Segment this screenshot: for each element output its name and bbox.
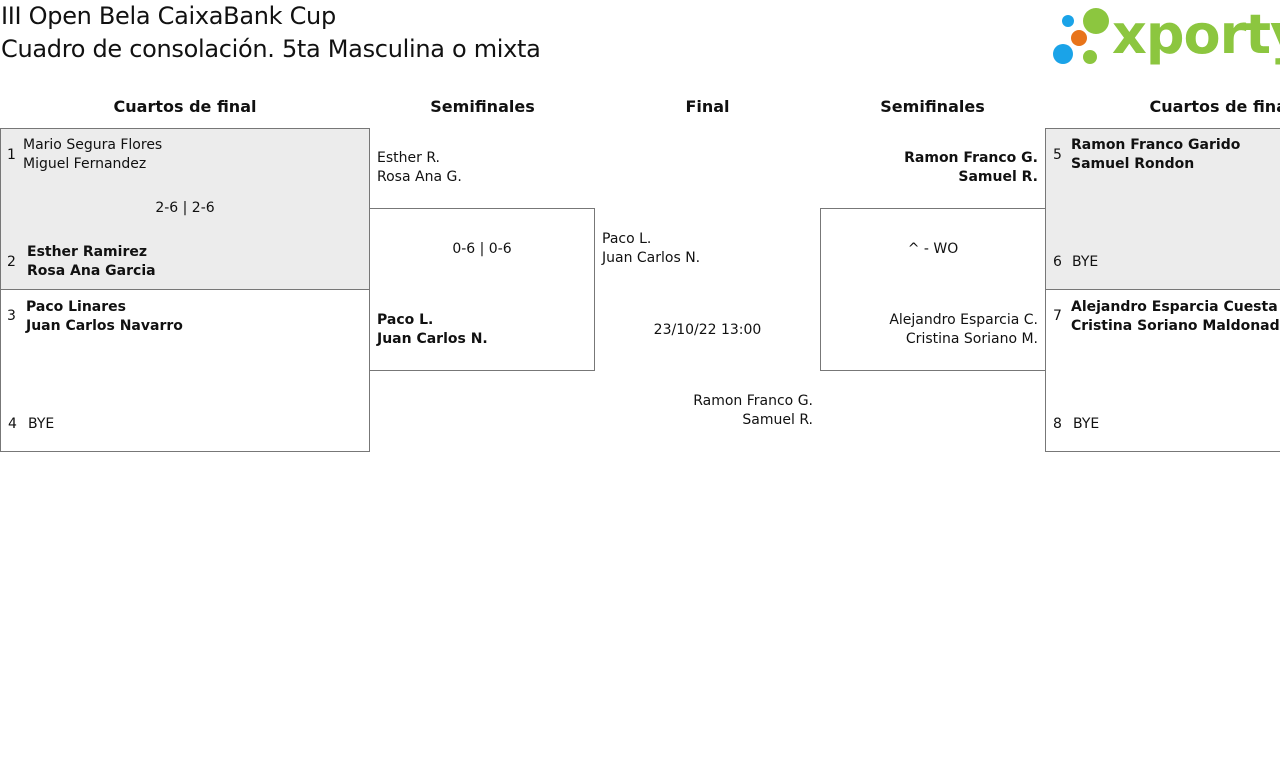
right-qf-match-2[interactable]: 7 Alejandro Esparcia Cuesta Cristina Sor… [1045,289,1280,452]
bye-label: BYE [1073,416,1100,432]
player-name-winner: Alejandro Esparcia Cuesta [1071,299,1278,315]
player-name: Paco L. [602,231,652,247]
round-header-final: Final [685,97,730,116]
seed-number: 4 [8,416,17,432]
bye-label: BYE [1072,254,1099,270]
player-name-winner: Ramon Franco G. [904,150,1038,166]
player-name-winner: Cristina Soriano Maldonado [1071,318,1280,334]
bye-label: BYE [28,416,55,432]
match-score: 0-6 | 0-6 [452,241,512,257]
draw-subtitle: Cuadro de consolación. 5ta Masculina o m… [1,35,541,63]
right-qf-match-1[interactable]: 5 Ramon Franco Garido Samuel Rondon 6 BY… [1045,128,1280,290]
round-header-left-qf: Cuartos de final [113,97,257,116]
seed-number: 6 [1053,254,1062,270]
player-name-winner: Ramon Franco Garido [1071,137,1241,153]
player-name: Mario Segura Flores [23,137,163,153]
player-name: Rosa Ana G. [377,169,462,185]
player-name-winner: Rosa Ana Garcia [27,263,156,279]
player-name-winner: Paco L. [377,312,434,328]
player-name-winner: Juan Carlos Navarro [26,318,183,334]
match-score: 2-6 | 2-6 [155,200,215,216]
player-name: Miguel Fernandez [23,156,147,172]
player-name-winner: Juan Carlos N. [377,331,488,347]
xporty-logo[interactable]: xporty [1050,4,1280,68]
seed-number: 7 [1053,308,1062,324]
tournament-title: III Open Bela CaixaBank Cup [1,2,336,30]
round-header-left-sf: Semifinales [430,97,535,116]
seed-number: 1 [7,147,16,163]
right-sf-match[interactable]: ^ - WO Alejandro Esparcia C. Cristina So… [820,208,1046,371]
player-name: Samuel R. [742,412,813,428]
left-sf-match[interactable]: 0-6 | 0-6 Paco L. Juan Carlos N. [369,208,595,371]
left-qf-match-1[interactable]: 1 Mario Segura Flores Miguel Fernandez 2… [0,128,370,290]
final-datetime: 23/10/22 13:00 [653,322,762,338]
player-name: Ramon Franco G. [693,393,813,409]
round-header-right-qf: Cuartos de final [1149,97,1280,116]
left-qf-match-2[interactable]: 3 Paco Linares Juan Carlos Navarro 4 BYE [0,289,370,452]
seed-number: 5 [1053,147,1062,163]
seed-number: 8 [1053,416,1062,432]
seed-number: 2 [7,254,16,270]
logo-wordmark: xporty [1112,3,1280,66]
player-name: Juan Carlos N. [602,250,701,266]
player-name-winner: Paco Linares [26,299,126,315]
round-header-right-sf: Semifinales [880,97,985,116]
player-name-winner: Samuel R. [958,169,1038,185]
player-name: Cristina Soriano M. [905,331,1038,347]
player-name: Esther R. [377,150,440,166]
logo-dots-icon [1053,8,1109,64]
player-name-winner: Esther Ramirez [27,244,147,260]
match-score: ^ - WO [907,241,959,257]
player-name: Alejandro Esparcia C. [889,312,1038,328]
seed-number: 3 [7,308,16,324]
player-name-winner: Samuel Rondon [1071,156,1195,172]
